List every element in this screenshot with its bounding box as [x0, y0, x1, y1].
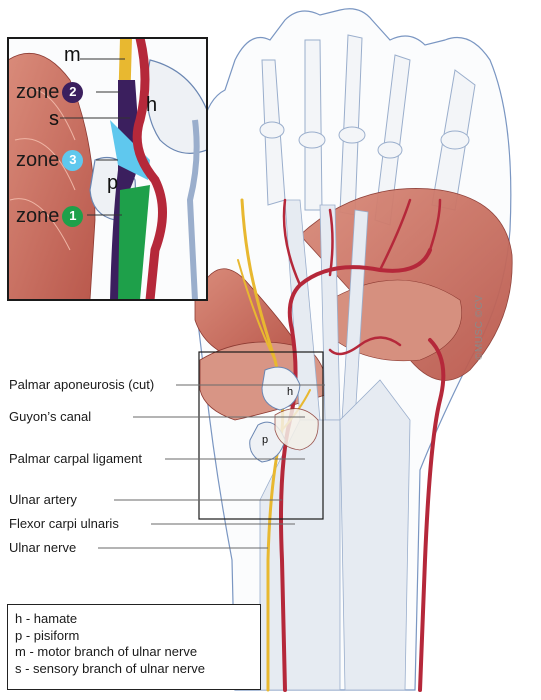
detail-box	[198, 351, 324, 520]
inset-leaders	[60, 58, 130, 216]
inset-label-sensory-branch: s	[49, 108, 59, 130]
map-label-pisiform: p	[262, 434, 269, 446]
inset-label-hamate: h	[146, 94, 158, 116]
map-label-hamate: h	[287, 386, 294, 398]
callout-ulnar-artery: Ulnar artery	[9, 492, 77, 507]
legend-item-pisiform: p - pisiform	[15, 627, 80, 643]
copyright-credit: ©MUSC ©CV	[474, 294, 485, 360]
zone-2-label: zone 2	[16, 81, 84, 103]
callout-guyons-canal: Guyon’s canal	[9, 409, 92, 424]
leader-lines	[98, 384, 325, 549]
zone-1-badge: 1	[62, 205, 84, 227]
zone-word: zone	[16, 149, 60, 171]
zone-word: zone	[16, 205, 60, 227]
inset-label-pisiform: p	[107, 172, 119, 194]
inset-illustration	[8, 38, 207, 300]
callout-palmar-carpal-ligament: Palmar carpal ligament	[9, 451, 142, 466]
legend-box: h - hamate p - pisiform m - motor branch…	[7, 604, 261, 690]
zone-3-badge: 3	[62, 149, 84, 171]
zone-word: zone	[16, 81, 60, 103]
legend-item-motor-branch: m - motor branch of ulnar nerve	[15, 644, 198, 659]
callout-palmar-aponeurosis: Palmar aponeurosis (cut)	[9, 377, 155, 392]
inset-frame	[7, 37, 208, 301]
callout-flexor-carpi-ulnaris: Flexor carpi ulnaris	[9, 516, 119, 531]
arteries	[279, 198, 446, 692]
zone-2-badge: 2	[62, 81, 84, 103]
zone-3-label: zone 3	[16, 149, 84, 171]
inset-label-motor-branch: m	[64, 44, 81, 66]
legend-item-sensory-branch: s - sensory branch of ulnar nerve	[15, 660, 206, 676]
callout-ulnar-nerve: Ulnar nerve	[9, 540, 77, 555]
zone-1-label: zone 1	[16, 205, 84, 227]
guyons-canal	[274, 408, 319, 451]
legend-item-hamate: h - hamate	[15, 611, 78, 626]
hypothenar-muscle	[194, 268, 301, 361]
